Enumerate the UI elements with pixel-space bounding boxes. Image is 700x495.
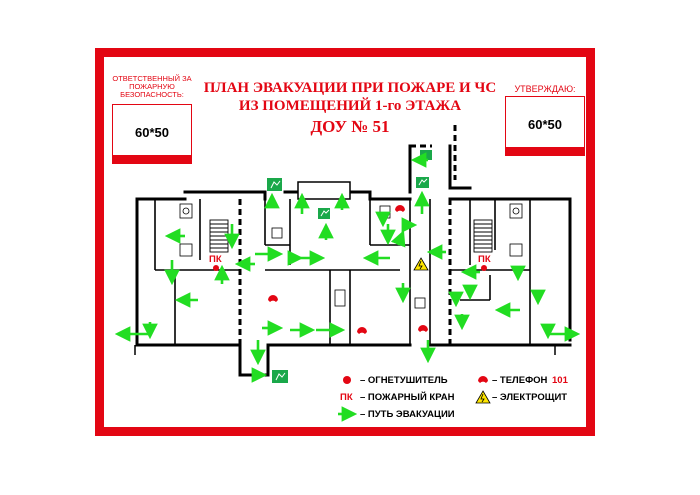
hydrant-marker-left: ПК bbox=[209, 254, 222, 265]
evacuation-arrows bbox=[114, 152, 581, 383]
extinguisher-icon bbox=[213, 265, 219, 271]
responsible-box: 60*50 bbox=[112, 104, 192, 164]
legend-evac-label: – ПУТЬ ЭВАКУАЦИИ bbox=[360, 409, 455, 420]
legend-extinguisher-icon bbox=[343, 376, 351, 384]
legend: – ОГНЕТУШИТЕЛЬ ПК – ПОЖАРНЫЙ КРАН – ПУТЬ… bbox=[338, 375, 569, 422]
responsible-box-bar bbox=[113, 155, 191, 163]
legend-phone-icon bbox=[478, 376, 488, 383]
phone-icon bbox=[357, 327, 367, 334]
phone-icons bbox=[268, 205, 428, 334]
outer-walls bbox=[135, 144, 572, 377]
stairs-right bbox=[473, 219, 493, 253]
legend-extinguisher-label: – ОГНЕТУШИТЕЛЬ bbox=[360, 375, 448, 386]
legend-phone-number: 101 bbox=[552, 375, 569, 386]
exit-sign-icon bbox=[272, 370, 288, 383]
approve-header: УТВЕРЖДАЮ: bbox=[514, 84, 576, 94]
extinguisher-icon bbox=[481, 265, 487, 271]
responsible-header: ОТВЕТСТВЕННЫЙ ЗА ПОЖАРНУЮ БЕЗОПАСНОСТЬ: bbox=[112, 74, 192, 99]
approve-box-value: 60*50 bbox=[528, 117, 562, 132]
legend-hydrant-abbr: ПК bbox=[340, 392, 353, 403]
exit-sign-icon bbox=[420, 150, 432, 160]
phone-icon bbox=[418, 325, 428, 332]
legend-phone-label: – ТЕЛЕФОН bbox=[492, 375, 548, 386]
phone-icon bbox=[395, 205, 405, 212]
hydrant-marker-right: ПК bbox=[478, 254, 491, 265]
plan-title-line3: ДОУ № 51 bbox=[310, 117, 390, 136]
responsible-box-value: 60*50 bbox=[135, 125, 169, 140]
legend-electric-icon bbox=[475, 390, 491, 404]
red-frame bbox=[95, 48, 595, 436]
phone-icon bbox=[268, 295, 278, 302]
plan-title-line1: ПЛАН ЭВАКУАЦИИ ПРИ ПОЖАРЕ И ЧС bbox=[203, 80, 497, 96]
approve-box: 60*50 bbox=[505, 96, 585, 156]
electric-panel-icon bbox=[413, 257, 429, 271]
plan-title-line2: ИЗ ПОМЕЩЕНИЙ 1-го ЭТАЖА bbox=[238, 98, 462, 114]
exit-sign-icon bbox=[318, 208, 330, 219]
stairs-left bbox=[209, 219, 229, 253]
legend-hydrant-label: – ПОЖАРНЫЙ КРАН bbox=[360, 391, 455, 403]
legend-electric-label: – ЭЛЕКТРОЩИТ bbox=[492, 392, 567, 403]
exit-sign-icon bbox=[416, 177, 429, 188]
dashed-walls bbox=[135, 125, 572, 345]
entrance-porch bbox=[297, 181, 351, 200]
approve-box-bar bbox=[506, 147, 584, 155]
exit-sign-icon bbox=[267, 178, 282, 191]
